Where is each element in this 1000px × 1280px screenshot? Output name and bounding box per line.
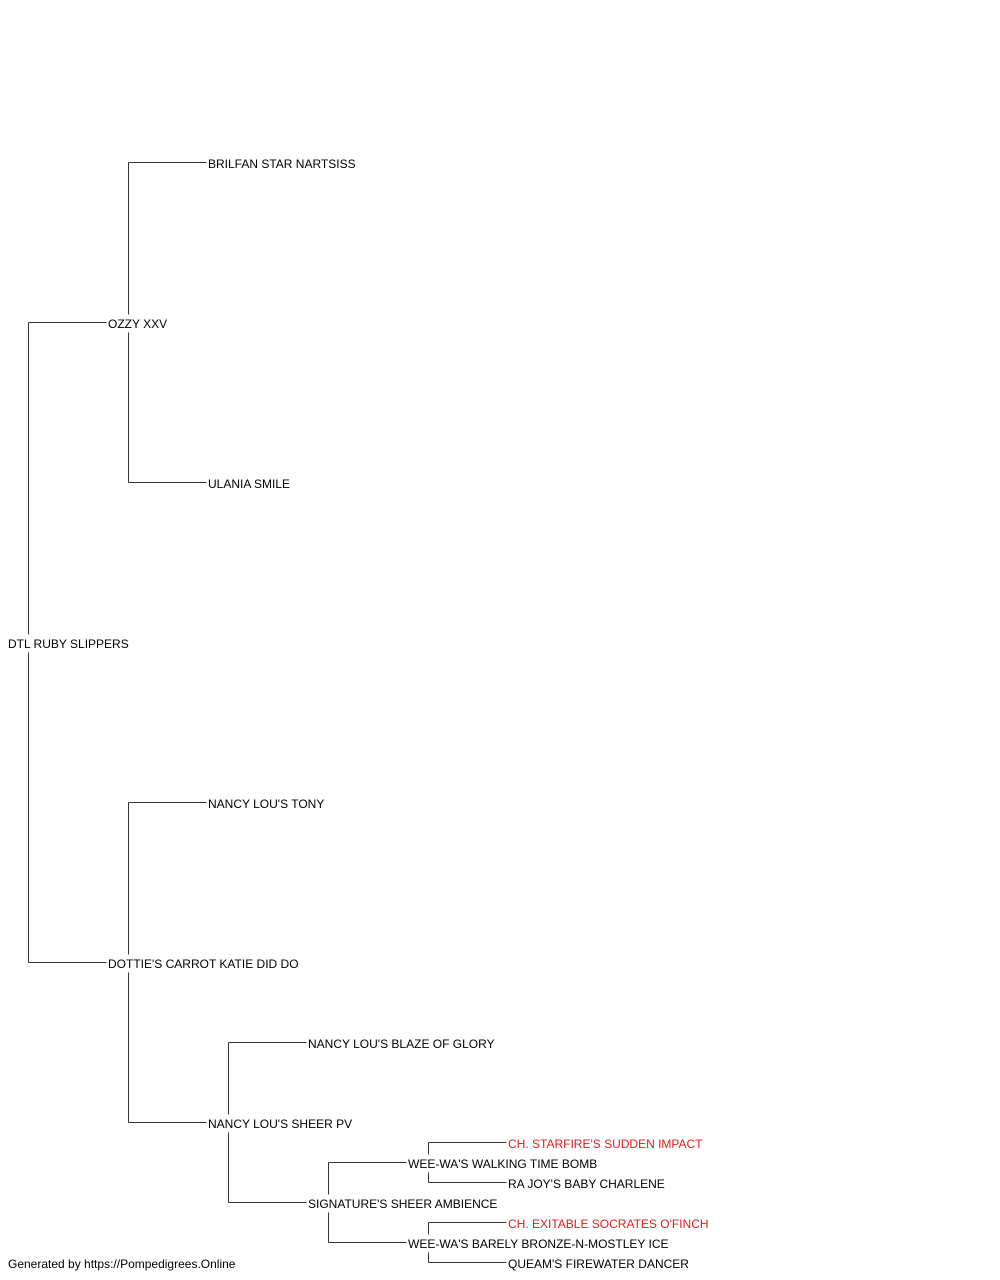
pedigree-node-wee-wa-s-barely-bronze-n-mostley-ice: WEE-WA'S BARELY BRONZE-N-MOSTLEY ICE — [408, 1237, 669, 1251]
pedigree-node-brilfan-star-nartsiss: BRILFAN STAR NARTSISS — [208, 157, 356, 171]
pedigree-node-nancy-lou-s-blaze-of-glory: NANCY LOU'S BLAZE OF GLORY — [308, 1037, 495, 1051]
pedigree-node-dtl-ruby-slippers: DTL RUBY SLIPPERS — [8, 637, 129, 651]
pedigree-node-ch-starfire-s-sudden-impact: CH. STARFIRE'S SUDDEN IMPACT — [508, 1137, 703, 1151]
pedigree-node-dottie-s-carrot-katie-did-do: DOTTIE'S CARROT KATIE DID DO — [108, 957, 299, 971]
pedigree-node-signature-s-sheer-ambience: SIGNATURE'S SHEER AMBIENCE — [308, 1197, 498, 1211]
pedigree-node-ulania-smile: ULANIA SMILE — [208, 477, 291, 491]
pedigree-node-wee-wa-s-walking-time-bomb: WEE-WA'S WALKING TIME BOMB — [408, 1157, 598, 1171]
pedigree-node-ozzy-xxv: OZZY XXV — [108, 317, 168, 331]
generated-by-credit: Generated by https://Pompedigrees.Online — [8, 1257, 236, 1271]
pedigree-node-queam-s-firewater-dancer: QUEAM'S FIREWATER DANCER — [508, 1257, 689, 1271]
pedigree-node-ch-exitable-socrates-o-finch: CH. EXITABLE SOCRATES O'FINCH — [508, 1217, 709, 1231]
pedigree-node-nancy-lou-s-tony: NANCY LOU'S TONY — [208, 797, 325, 811]
pedigree-node-ra-joy-s-baby-charlene: RA JOY'S BABY CHARLENE — [508, 1177, 665, 1191]
pedigree-node-nancy-lou-s-sheer-pv: NANCY LOU'S SHEER PV — [208, 1117, 353, 1131]
